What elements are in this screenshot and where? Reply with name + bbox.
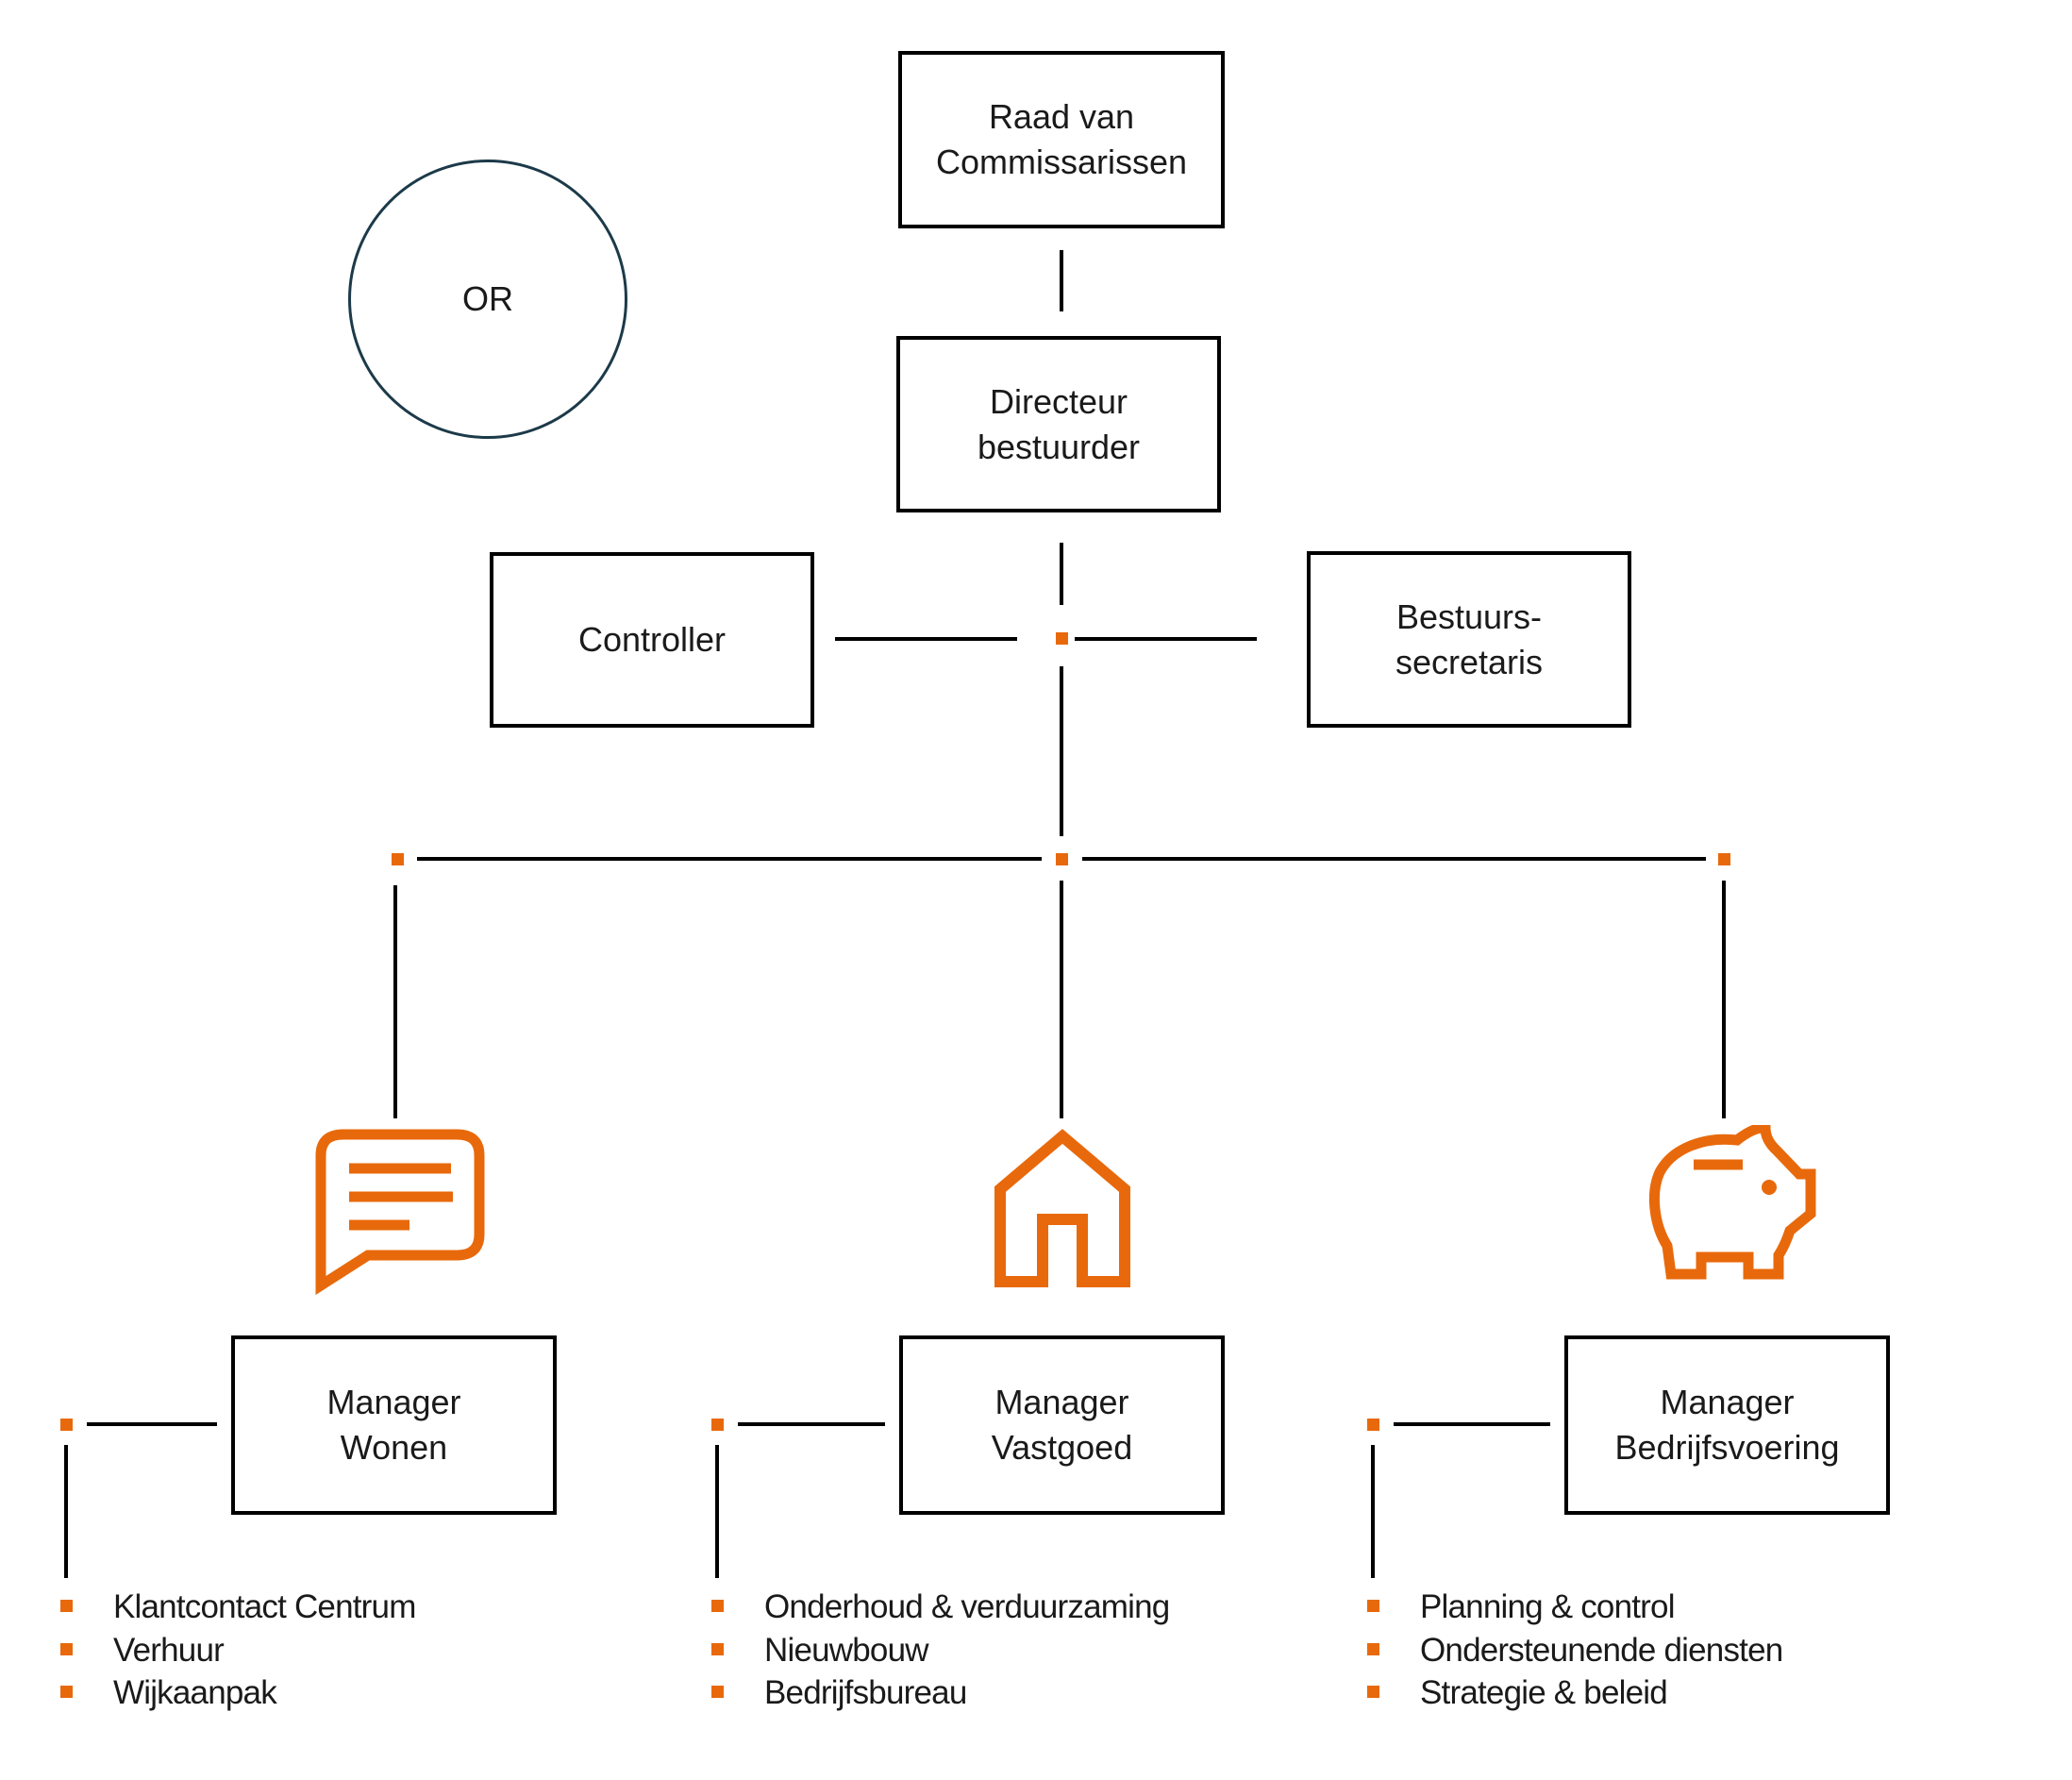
junction-square-icon — [60, 1419, 73, 1431]
list-item-label: Strategie & beleid — [1420, 1674, 1668, 1711]
node-label: Directeur bestuurder — [977, 381, 1141, 466]
connector-center-drop — [1060, 881, 1063, 1118]
or-circle-node: OR — [348, 160, 627, 439]
connector-managers-left — [417, 857, 1042, 861]
junction-square-icon — [1056, 853, 1068, 865]
connector-wonen-drop — [393, 885, 397, 1118]
node-label: Controller — [577, 620, 727, 660]
junction-square-icon — [1718, 853, 1730, 865]
connector-managers-right — [1082, 857, 1706, 861]
house-icon — [993, 1129, 1132, 1287]
node-manager-vastgoed: Manager Vastgoed — [899, 1335, 1225, 1515]
node-label: Bestuurs- secretaris — [1395, 596, 1544, 681]
node-label: Manager Wonen — [326, 1383, 461, 1467]
list-item: Nieuwbouw — [711, 1632, 1169, 1675]
list-wonen: Klantcontact Centrum Verhuur Wijkaanpak — [60, 1588, 416, 1718]
connector-wonen-list-link — [87, 1422, 217, 1426]
list-item: Planning & control — [1367, 1588, 1782, 1632]
list-item-label: Klantcontact Centrum — [113, 1588, 416, 1625]
junction-square-icon — [392, 853, 404, 865]
bullet-square-icon — [1367, 1600, 1379, 1612]
bullet-square-icon — [60, 1642, 73, 1655]
node-bestuurssecretaris: Bestuurs- secretaris — [1307, 551, 1631, 728]
connector-wonen-list-drop — [64, 1445, 68, 1578]
list-item: Wijkaanpak — [60, 1674, 416, 1718]
node-manager-bedrijfsvoering: Manager Bedrijfsvoering — [1564, 1335, 1890, 1515]
connector-vastgoed-list-link — [738, 1422, 885, 1426]
connector-directeur-down-2 — [1060, 666, 1063, 836]
bullet-square-icon — [1367, 1686, 1379, 1698]
connector-controller-link — [835, 637, 1017, 641]
bullet-square-icon — [60, 1600, 73, 1612]
piggy-bank-icon — [1648, 1125, 1816, 1284]
list-item-label: Onderhoud & verduurzaming — [764, 1588, 1170, 1625]
list-item-label: Ondersteunende diensten — [1420, 1631, 1783, 1669]
list-item: Strategie & beleid — [1367, 1674, 1782, 1718]
node-label: Manager Bedrijfsvoering — [1614, 1383, 1840, 1467]
node-label: Raad van Commissarissen — [935, 97, 1188, 181]
list-item: Klantcontact Centrum — [60, 1588, 416, 1632]
list-vastgoed: Onderhoud & verduurzaming Nieuwbouw Bedr… — [711, 1588, 1170, 1718]
bullet-square-icon — [711, 1686, 724, 1698]
connector-raad-directeur — [1060, 250, 1063, 311]
bullet-square-icon — [60, 1686, 73, 1698]
connector-bedrijfsvoering-drop — [1722, 881, 1726, 1118]
or-circle-label: OR — [462, 279, 513, 318]
node-manager-wonen: Manager Wonen — [231, 1335, 557, 1515]
junction-square-icon — [1056, 632, 1068, 645]
list-item: Verhuur — [60, 1632, 416, 1675]
bullet-square-icon — [711, 1600, 724, 1612]
connector-bestuurssecretaris-link — [1075, 637, 1257, 641]
bullet-square-icon — [1367, 1642, 1379, 1655]
connector-bedrijfsvoering-list-drop — [1371, 1445, 1375, 1578]
list-item-label: Nieuwbouw — [764, 1631, 929, 1669]
list-item: Bedrijfsbureau — [711, 1674, 1169, 1718]
junction-square-icon — [1367, 1419, 1379, 1431]
list-item: Ondersteunende diensten — [1367, 1631, 1783, 1675]
connector-bedrijfsvoering-list-link — [1394, 1422, 1550, 1426]
connector-vastgoed-list-drop — [715, 1445, 719, 1578]
node-controller: Controller — [490, 552, 814, 728]
list-item: Onderhoud & verduurzaming — [711, 1588, 1170, 1632]
list-bedrijfsvoering: Planning & control Ondersteunende dienst… — [1367, 1588, 1783, 1718]
node-raad-van-commissarissen: Raad van Commissarissen — [898, 51, 1225, 228]
speech-bubble-icon — [311, 1125, 489, 1295]
bullet-square-icon — [711, 1642, 724, 1655]
node-directeur-bestuurder: Directeur bestuurder — [896, 336, 1221, 512]
list-item-label: Wijkaanpak — [113, 1674, 277, 1711]
list-item-label: Planning & control — [1420, 1588, 1675, 1625]
list-item-label: Verhuur — [113, 1631, 225, 1669]
junction-square-icon — [711, 1419, 724, 1431]
list-item-label: Bedrijfsbureau — [764, 1674, 967, 1711]
connector-directeur-down-1 — [1060, 543, 1063, 605]
node-label: Manager Vastgoed — [991, 1383, 1133, 1467]
